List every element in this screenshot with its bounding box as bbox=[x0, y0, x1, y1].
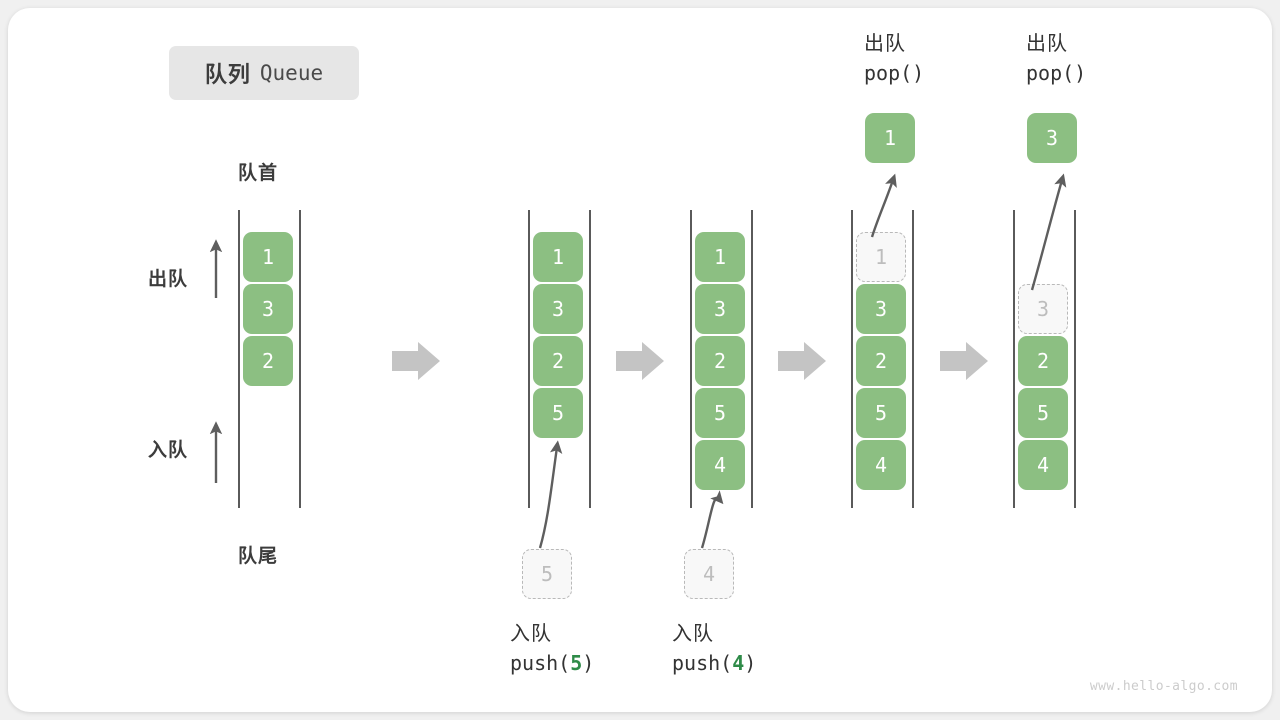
queue-slot: 5 bbox=[856, 388, 906, 438]
title-label-en: Queue bbox=[259, 61, 324, 85]
queue-slot: 2 bbox=[243, 336, 293, 386]
queue-slot: 3 bbox=[533, 284, 583, 334]
queue-slot: 4 bbox=[856, 440, 906, 490]
queue-rail-right bbox=[299, 210, 301, 508]
operation-label-pop-1: 出队 pop() bbox=[864, 30, 924, 88]
queue-slot: 3 bbox=[856, 284, 906, 334]
operation-label-code: pop() bbox=[864, 61, 925, 85]
diagram-title-badge: 队列 Queue bbox=[169, 46, 359, 100]
queue-column-pop-3: 出队 pop() 3 3 2 5 4 bbox=[983, 0, 1163, 720]
operation-label-code: push(5) bbox=[510, 651, 595, 675]
queue-slot: 1 bbox=[243, 232, 293, 282]
outgoing-element-ghost: 1 bbox=[856, 232, 906, 282]
queue-slot-new: 4 bbox=[695, 440, 745, 490]
queue-column-pop-1: 出队 pop() 1 1 3 2 5 4 bbox=[821, 0, 1001, 720]
queue-slot-new: 5 bbox=[533, 388, 583, 438]
incoming-element-ghost: 4 bbox=[684, 549, 734, 599]
queue-rail-left bbox=[690, 210, 692, 508]
queue-rail-left bbox=[851, 210, 853, 508]
outgoing-element-ghost: 3 bbox=[1018, 284, 1068, 334]
queue-slot: 5 bbox=[1018, 388, 1068, 438]
queue-tail-label: 队尾 bbox=[238, 546, 279, 567]
queue-rail-right bbox=[589, 210, 591, 508]
queue-slot: 2 bbox=[1018, 336, 1068, 386]
queue-rail-left bbox=[528, 210, 530, 508]
queue-column-push-5: 1 3 2 5 5 入队 push(5) bbox=[498, 0, 678, 720]
queue-column-initial: 1 3 2 bbox=[208, 0, 388, 720]
queue-head-label: 队首 bbox=[238, 163, 279, 184]
incoming-element-ghost: 5 bbox=[522, 549, 572, 599]
queue-slot: 2 bbox=[533, 336, 583, 386]
operation-label-push-4: 入队 push(4) bbox=[672, 620, 756, 678]
operation-label-cn: 出队 bbox=[864, 33, 906, 55]
queue-slot: 2 bbox=[856, 336, 906, 386]
operation-arg: 4 bbox=[732, 651, 745, 675]
queue-rail-right bbox=[912, 210, 914, 508]
title-label-cn: 队列 bbox=[204, 62, 251, 87]
operation-label-cn: 出队 bbox=[1026, 33, 1068, 55]
operation-label-code: push(4) bbox=[672, 651, 757, 675]
operation-label-cn: 入队 bbox=[672, 623, 714, 645]
operation-label-code: pop() bbox=[1026, 61, 1087, 85]
site-watermark: www.hello-algo.com bbox=[1089, 679, 1238, 694]
queue-slot: 3 bbox=[243, 284, 293, 334]
queue-slot: 4 bbox=[1018, 440, 1068, 490]
queue-rail-right bbox=[1074, 210, 1076, 508]
queue-column-push-4: 1 3 2 5 4 4 入队 push(4) bbox=[660, 0, 840, 720]
popped-element: 1 bbox=[865, 113, 915, 163]
dequeue-direction-label: 出队 bbox=[148, 269, 189, 290]
queue-slot: 1 bbox=[533, 232, 583, 282]
queue-rail-right bbox=[751, 210, 753, 508]
operation-label-push-5: 入队 push(5) bbox=[510, 620, 594, 678]
popped-element: 3 bbox=[1027, 113, 1077, 163]
queue-slot: 1 bbox=[695, 232, 745, 282]
queue-slot: 5 bbox=[695, 388, 745, 438]
operation-label-cn: 入队 bbox=[510, 623, 552, 645]
queue-rail-left bbox=[1013, 210, 1015, 508]
enqueue-direction-label: 入队 bbox=[148, 440, 189, 461]
queue-slot: 3 bbox=[695, 284, 745, 334]
queue-slot: 2 bbox=[695, 336, 745, 386]
operation-label-pop-3: 出队 pop() bbox=[1026, 30, 1086, 88]
queue-rail-left bbox=[238, 210, 240, 508]
operation-arg: 5 bbox=[570, 651, 583, 675]
